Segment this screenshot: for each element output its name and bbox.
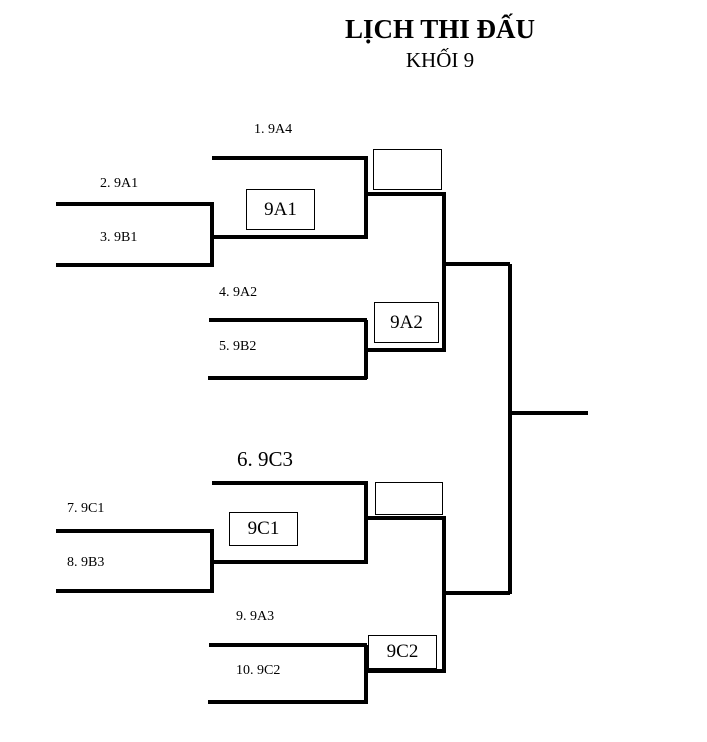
bracket-line-team-6 — [212, 481, 368, 485]
team-label-2: 2. 9A1 — [100, 176, 139, 191]
winner-box-9a1: 9A1 — [246, 189, 315, 230]
bracket-connector-final — [508, 264, 512, 594]
winner-box-9c1: 9C1 — [229, 512, 298, 546]
winner-box-semi-top — [373, 149, 442, 190]
bracket-line-team-5 — [208, 376, 367, 380]
bracket-line-team-3 — [56, 263, 214, 267]
bracket-line-semi-bottom — [366, 516, 446, 520]
bracket-line-winner-4-5 — [366, 348, 446, 352]
bracket-connector-6-78 — [364, 483, 368, 564]
bracket-line-final-bottom — [446, 591, 510, 595]
bracket-line-champion — [510, 411, 588, 415]
bracket-line-winner-7-8 — [214, 560, 368, 564]
bracket-line-semi-top — [366, 192, 446, 196]
bracket-connector-1-23 — [364, 158, 368, 239]
team-label-6: 6. 9C3 — [237, 447, 294, 471]
bracket-line-team-2 — [56, 202, 214, 206]
bracket-line-team-8 — [56, 589, 214, 593]
team-label-7: 7. 9C1 — [67, 501, 105, 516]
winner-box-9a2: 9A2 — [374, 302, 439, 343]
bracket-line-team-7 — [56, 529, 214, 533]
bracket-connector-bottom-half — [442, 518, 446, 673]
bracket-connector-9-10 — [364, 645, 368, 704]
team-label-8: 8. 9B3 — [67, 555, 105, 570]
team-label-3: 3. 9B1 — [100, 230, 138, 245]
bracket-line-team-4 — [209, 318, 367, 322]
bracket-line-winner-9-10 — [366, 669, 446, 673]
team-label-5: 5. 9B2 — [219, 339, 257, 354]
page-subtitle: KHỐI 9 — [405, 48, 475, 72]
team-label-4: 4. 9A2 — [219, 285, 258, 300]
team-label-9: 9. 9A3 — [236, 609, 275, 624]
team-label-10: 10. 9C2 — [236, 663, 281, 678]
bracket-line-winner-2-3 — [214, 235, 368, 239]
winner-box-semi-bottom — [375, 482, 443, 515]
winner-box-9c2: 9C2 — [368, 635, 437, 669]
bracket-connector-top-half — [442, 194, 446, 352]
page-title: LỊCH THI ĐẤU — [344, 14, 536, 44]
bracket-connector-7-8 — [210, 530, 214, 592]
bracket-line-final-top — [446, 262, 510, 266]
bracket-line-team-9 — [209, 643, 367, 647]
bracket-line-team-10 — [208, 700, 367, 704]
bracket-line-team-1 — [212, 156, 368, 160]
team-label-1: 1. 9A4 — [254, 122, 293, 137]
bracket-connector-2-3 — [210, 204, 214, 267]
